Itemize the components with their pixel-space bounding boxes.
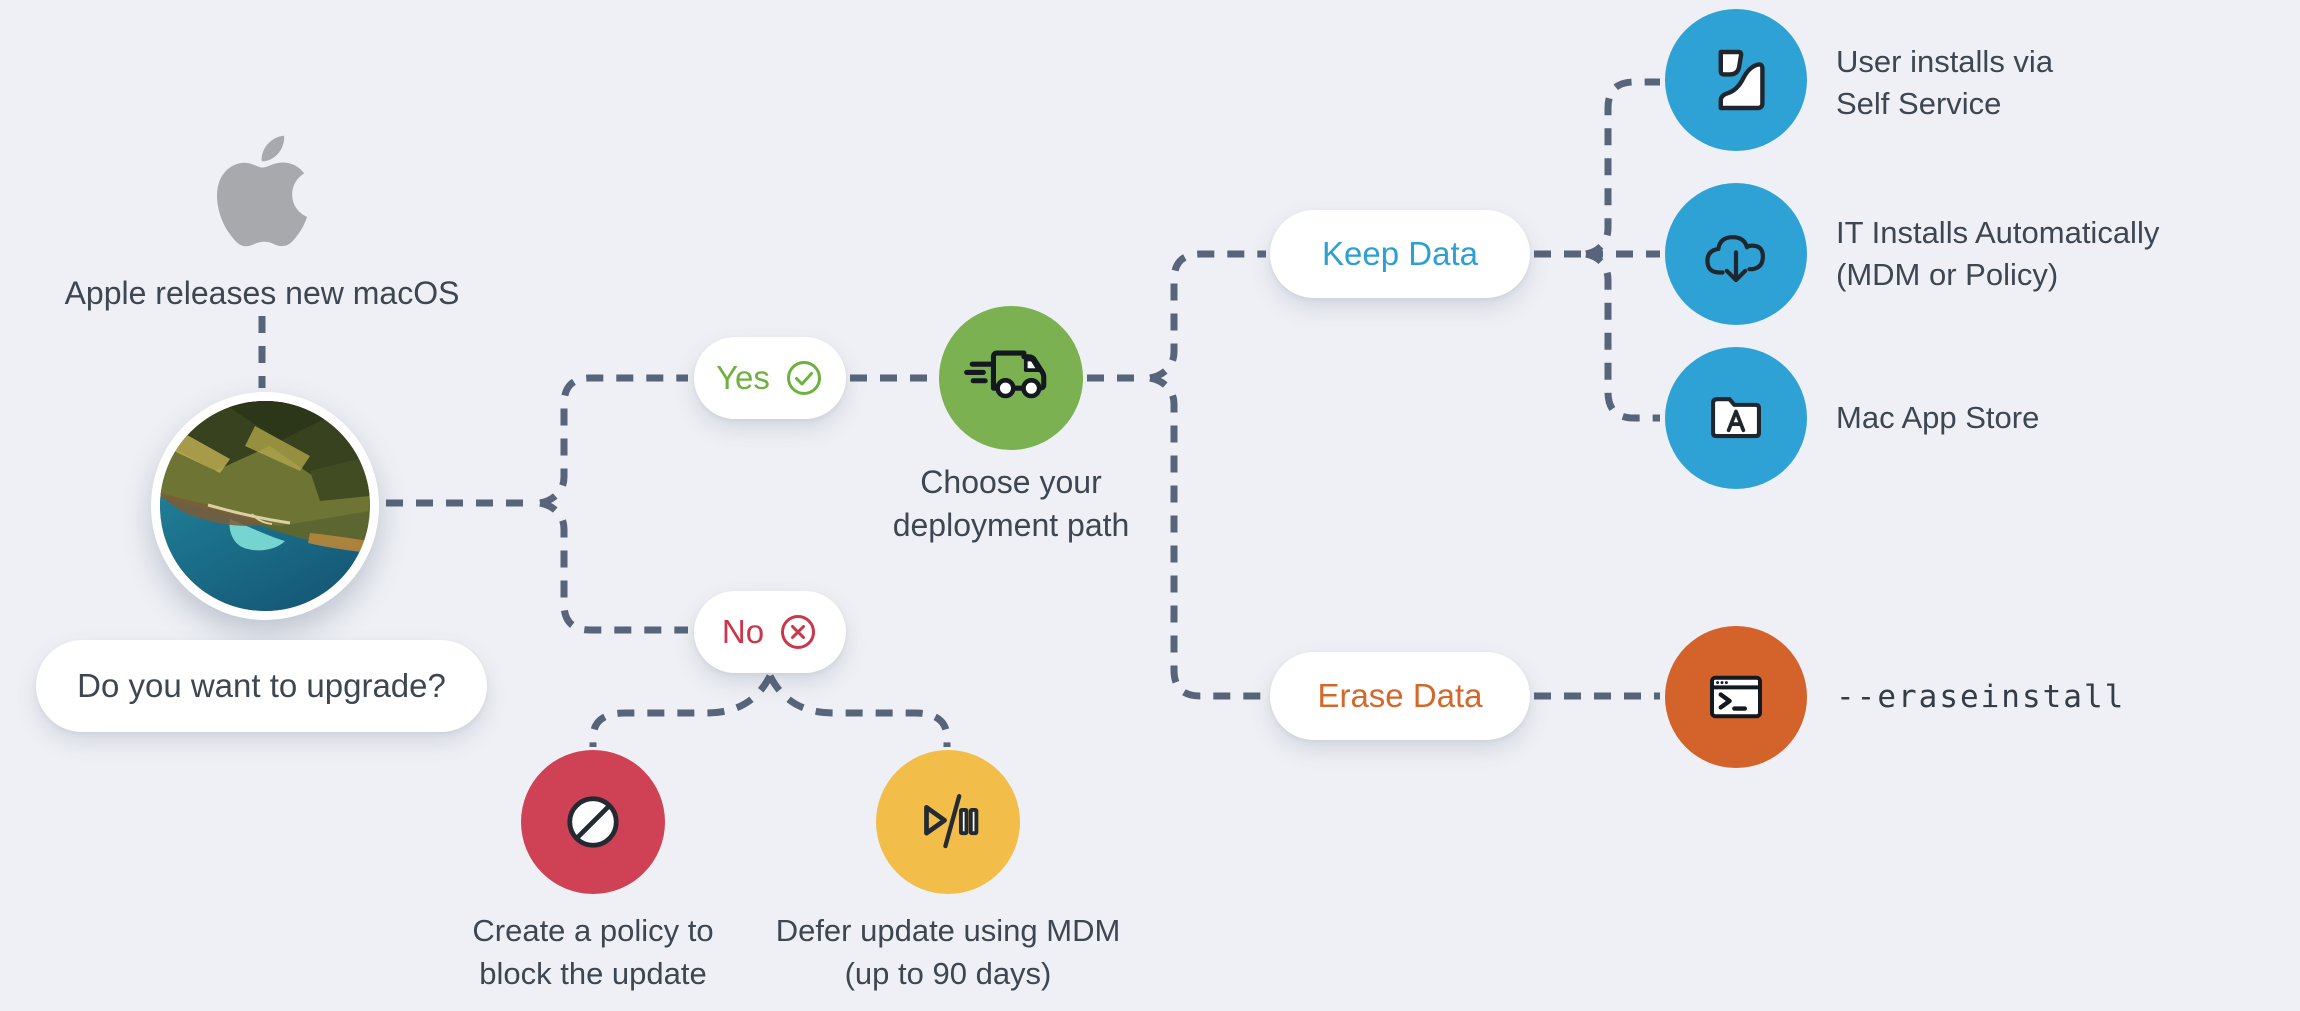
self-service-label: User installs via Self Service: [1836, 41, 2256, 125]
connector-fork-down-to-no: [539, 499, 688, 634]
delivery-truck-icon: [963, 343, 1059, 413]
connector-no-to-defer: [766, 674, 951, 747]
apple-release-caption: Apple releases new macOS: [64, 275, 460, 311]
deployment-caption-line2: deployment path: [892, 507, 1130, 543]
it-installs-label: IT Installs Automatically (MDM or Policy…: [1836, 212, 2300, 296]
defer-update-label-line2: (up to 90 days): [844, 956, 1052, 991]
erase-data-label: Erase Data: [1317, 677, 1483, 714]
connector-to-app-store: [1585, 250, 1660, 422]
no-pill: No: [694, 591, 846, 673]
defer-update-label-line1: Defer update using MDM: [775, 913, 1121, 948]
deployment-caption-line1: Choose your: [920, 464, 1102, 500]
play-pause-icon: [905, 779, 991, 865]
self-service-label-line1: User installs via: [1836, 44, 2054, 79]
connector-to-self-service: [1585, 78, 1660, 258]
it-installs-node: [1665, 183, 1807, 325]
it-installs-label-line2: (MDM or Policy): [1836, 257, 2059, 292]
it-installs-label-line1: IT Installs Automatically: [1836, 215, 2160, 250]
prohibition-icon: [550, 779, 636, 865]
block-update-node: [521, 750, 665, 894]
yes-label: Yes: [716, 359, 770, 396]
question-label: Do you want to upgrade?: [77, 667, 446, 704]
connector-fork-up-to-keep-data: [1149, 250, 1266, 382]
defer-update-label: Defer update using MDM (up to 90 days): [718, 909, 1178, 995]
block-update-label-line1: Create a policy to: [472, 913, 714, 948]
cloud-download-icon: [1694, 212, 1778, 296]
erase-data-pill: Erase Data: [1270, 652, 1530, 740]
self-service-icon: [1696, 40, 1776, 120]
app-store-label: Mac App Store: [1836, 400, 2040, 435]
connector-no-to-block: [589, 674, 774, 747]
self-service-node: [1665, 9, 1807, 151]
folder-a-icon: [1695, 377, 1777, 459]
question-pill: Do you want to upgrade?: [36, 640, 487, 732]
check-circle-icon: [784, 358, 824, 398]
apple-logo-icon: [217, 135, 307, 247]
defer-update-node: [876, 750, 1020, 894]
no-label: No: [721, 613, 765, 650]
block-update-label-line2: block the update: [479, 956, 707, 991]
keep-data-label: Keep Data: [1322, 235, 1478, 272]
app-store-node: [1665, 347, 1807, 489]
self-service-label-line2: Self Service: [1836, 86, 2002, 121]
yes-pill: Yes: [694, 337, 846, 419]
connector-fork-up-to-yes: [539, 374, 688, 507]
keep-data-pill: Keep Data: [1270, 210, 1530, 298]
eraseinstall-node: [1665, 626, 1807, 768]
deployment-truck-node: [939, 306, 1083, 450]
eraseinstall-command: --eraseinstall: [1836, 679, 2126, 715]
block-update-label: Create a policy to block the update: [383, 909, 803, 995]
terminal-icon: [1696, 657, 1776, 737]
deployment-caption: Choose your deployment path: [761, 461, 1261, 547]
macos-wallpaper-image: [151, 392, 379, 620]
x-circle-icon: [778, 612, 818, 652]
